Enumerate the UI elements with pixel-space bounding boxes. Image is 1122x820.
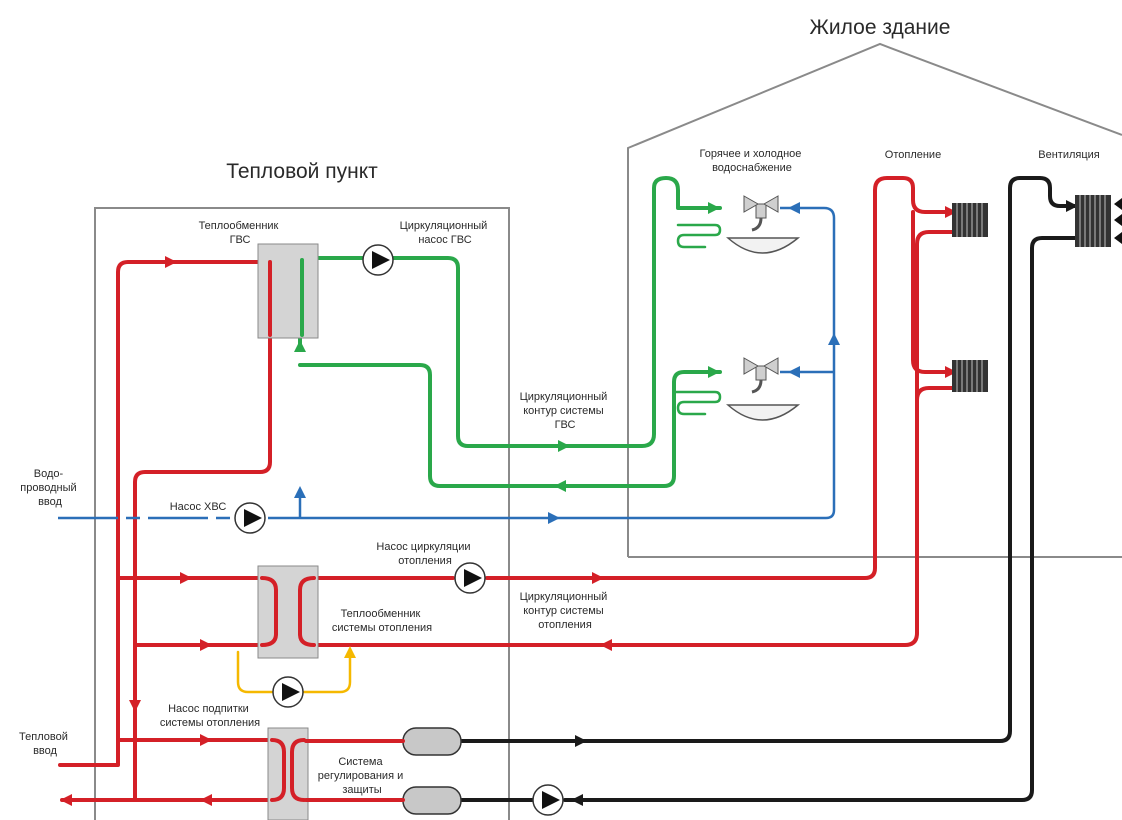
ventilation-unit xyxy=(1075,195,1122,247)
dhw-heat-exchanger xyxy=(257,243,319,339)
return-pump xyxy=(532,784,564,816)
dhw-circulation-pump xyxy=(362,244,394,276)
control-heat-exchanger xyxy=(267,727,309,820)
hot-cold-supply-label: Горячее и холодное водоснабжение xyxy=(700,148,805,174)
cold-water-pump xyxy=(234,502,266,534)
heating-exchanger-label: Теплообменник системы отопления xyxy=(332,608,432,634)
cold-water-pipes xyxy=(58,202,840,524)
dhw-circulation-pipes xyxy=(294,176,722,492)
dhw-pump-label: Циркуляционный насос ГВС xyxy=(400,220,491,246)
faucet-sink-lower xyxy=(726,357,801,421)
building-title: Жилое здание xyxy=(810,16,951,39)
control-unit-top xyxy=(402,727,462,756)
water-inlet-label: Водо- проводный ввод xyxy=(20,468,79,508)
heating-loop-label: Циркуляционный контур системы отопления xyxy=(520,591,611,631)
control-system-label: Система регулирования и защиты xyxy=(318,756,407,796)
heat-inlet-label: Тепловой ввод xyxy=(19,731,71,757)
cold-pump-label: Насос ХВС xyxy=(170,501,227,513)
makeup-pump-label: Насос подпитки системы отопления xyxy=(160,703,260,729)
heating-circulation-pump xyxy=(454,562,486,594)
faucet-sink-upper xyxy=(726,195,801,254)
dhw-loop-label: Циркуляционный контур системы ГВС xyxy=(520,391,611,431)
heating-pump-label: Насос циркуляции отопления xyxy=(376,541,473,567)
control-unit-bottom xyxy=(402,786,462,815)
radiator-lower xyxy=(952,360,988,392)
dhw-exchanger-label: Теплообменник ГВС xyxy=(199,220,282,246)
radiator-upper xyxy=(952,203,988,237)
makeup-pump xyxy=(272,676,304,708)
substation-title: Тепловой пункт xyxy=(226,160,378,183)
hot-pipes xyxy=(58,176,957,806)
ventilation-label: Вентиляция xyxy=(1038,149,1100,161)
heating-heat-exchanger xyxy=(257,565,319,659)
heating-label: Отопление xyxy=(885,149,941,161)
ventilation-pipes xyxy=(460,176,1078,806)
makeup-pipes xyxy=(236,646,356,694)
